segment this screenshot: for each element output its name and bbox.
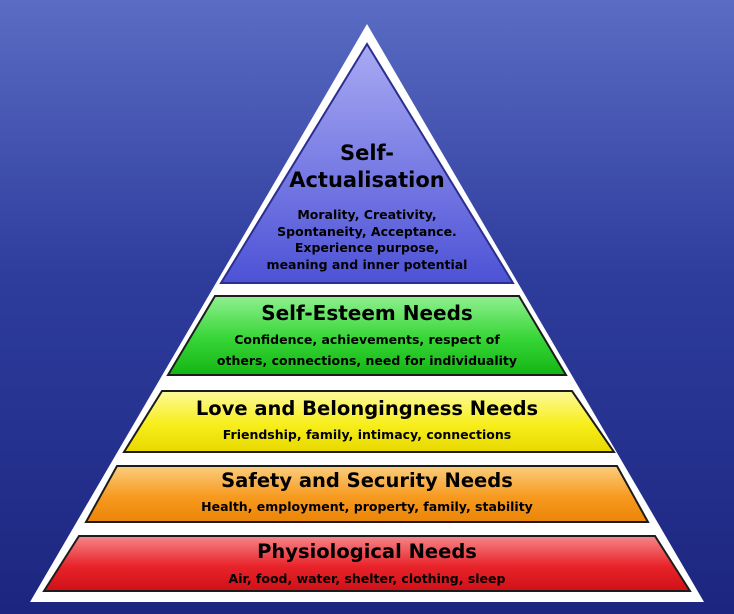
level-safety-security-title: Safety and Security Needs — [221, 469, 513, 492]
level-physiological-description: Air, food, water, shelter, clothing, sle… — [228, 571, 506, 586]
level-self-actualisation-shape — [219, 42, 515, 284]
description-line: Morality, Creativity, — [297, 207, 437, 222]
title-line: Actualisation — [289, 168, 445, 192]
level-physiological-title: Physiological Needs — [257, 540, 477, 563]
description-line: Spontaneity, Acceptance. — [277, 223, 457, 239]
description-line: Confidence, achievements, respect of — [234, 332, 500, 347]
level-safety-security-shape — [84, 465, 650, 523]
level-love-belonging-shape — [122, 390, 616, 453]
level-love-belonging-description: Friendship, family, intimacy, connection… — [222, 427, 512, 442]
level-safety-security-description: Health, employment, property, family, st… — [201, 499, 533, 514]
level-love-belonging-title: Love and Belongingness Needs — [195, 397, 539, 420]
level-self-actualisation-title: Self- Actualisation — [267, 140, 467, 194]
level-physiological-shape — [42, 535, 692, 592]
description-line: meaning and inner potential — [266, 256, 468, 272]
title-line: Self- — [339, 141, 395, 165]
level-self-esteem-description: Confidence, achievements, respect of oth… — [182, 329, 552, 371]
level-self-actualisation-description: Morality, Creativity, Spontaneity, Accep… — [237, 207, 497, 273]
description-line: Experience purpose, — [294, 240, 440, 255]
description-line: others, connections, need for individual… — [216, 353, 518, 368]
level-self-esteem-shape — [166, 295, 568, 376]
level-self-esteem-title: Self-Esteem Needs — [261, 301, 473, 325]
